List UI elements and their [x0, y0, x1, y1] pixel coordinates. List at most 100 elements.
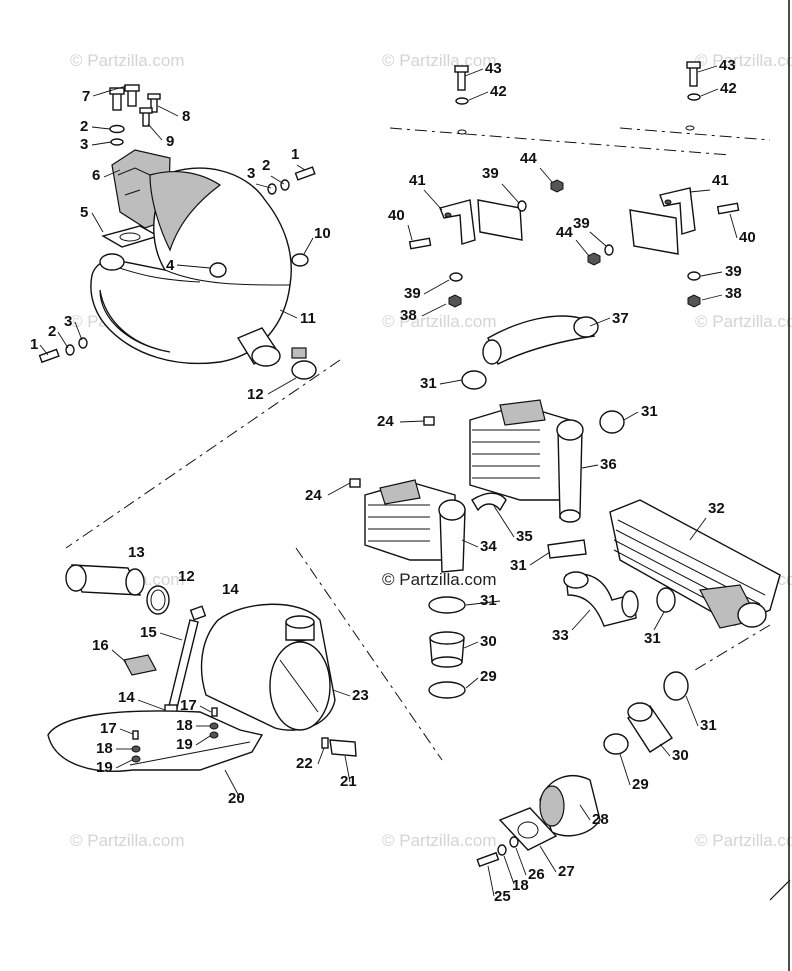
washer-3 [267, 183, 277, 195]
clamp-31 [656, 587, 676, 613]
callout-c21: 21 [340, 773, 357, 790]
washer-18 [131, 745, 141, 753]
watermark: © Partzilla.com [695, 831, 792, 850]
watermark: © Partzilla.com [695, 51, 792, 70]
callout-c37: 37 [612, 310, 629, 327]
tube-10 [291, 253, 309, 267]
watermark-center: © Partzilla.com [382, 570, 497, 589]
pad-16 [123, 654, 157, 676]
callout-c18b: 18 [96, 740, 113, 757]
callout-c4: 4 [166, 257, 175, 274]
callout-c12b: 12 [178, 568, 195, 585]
callout-c13: 13 [128, 544, 145, 561]
washer-26 [509, 836, 519, 848]
callout-c2b: 2 [262, 157, 270, 174]
frame-edge-bottom [769, 879, 791, 901]
callout-c20: 20 [228, 790, 245, 807]
callout-c6: 6 [92, 167, 100, 184]
nut-38 [448, 294, 462, 308]
hose-37 [487, 315, 596, 365]
leader-lines [39, 65, 738, 897]
bolt-43 [457, 69, 466, 91]
outlet-assembly [476, 671, 689, 868]
watermark: © Partzilla.com [70, 831, 185, 850]
washer-3 [110, 138, 124, 146]
bracket-41 [439, 199, 476, 245]
watermark: © Partzilla.com [70, 51, 185, 70]
callout-c40b: 40 [739, 229, 756, 246]
callout-c7: 7 [82, 88, 90, 105]
bolt-43 [689, 65, 698, 87]
callout-c22: 22 [296, 755, 313, 772]
washer-18 [209, 722, 219, 730]
center-line-outlet [694, 624, 771, 671]
callout-c14a: 14 [222, 581, 239, 598]
washer-18 [497, 844, 507, 856]
callout-c42b: 42 [720, 80, 737, 97]
bolt-40 [408, 237, 432, 250]
callout-c1b: 1 [30, 336, 38, 353]
callout-c18c: 18 [512, 877, 529, 894]
clamp-29 [428, 681, 466, 699]
watermark: © Partzilla.com [382, 312, 497, 331]
clamp-31 [599, 410, 625, 434]
nut-44 [587, 252, 601, 266]
callout-c1a: 1 [291, 146, 299, 163]
callout-c12a: 12 [247, 386, 264, 403]
callout-c5: 5 [80, 204, 88, 221]
clamp-31 [461, 370, 487, 390]
grommet-4 [209, 262, 227, 278]
callout-c39b: 39 [573, 215, 590, 232]
callout-c3c: 3 [64, 313, 72, 330]
washer-3 [78, 337, 88, 349]
callout-c39a: 39 [482, 165, 499, 182]
callout-c2c: 2 [48, 323, 56, 340]
bracket-21 [329, 739, 357, 757]
callout-c10: 10 [314, 225, 331, 242]
callout-c3b: 3 [247, 165, 255, 182]
callout-c32: 32 [708, 500, 725, 517]
bolt-9 [139, 107, 153, 127]
callout-c24a: 24 [377, 413, 394, 430]
callout-c44a: 44 [520, 150, 537, 167]
center-line-muffler [295, 547, 443, 761]
callout-c29b: 29 [632, 776, 649, 793]
washer-42 [687, 93, 701, 101]
washer-39 [517, 200, 527, 212]
silencer-assembly [349, 315, 781, 699]
bolt-8 [147, 93, 161, 113]
callout-c30b: 30 [672, 747, 689, 764]
callout-c33: 33 [552, 627, 569, 644]
callout-c29a: 29 [480, 668, 497, 685]
callout-c2a: 2 [80, 118, 88, 135]
callout-c15: 15 [140, 624, 157, 641]
expansion-chamber-11 [90, 167, 292, 365]
callout-c40a: 40 [388, 207, 405, 224]
callout-c23: 23 [352, 687, 369, 704]
callout-c41a: 41 [409, 172, 426, 189]
strap-clip-14 [189, 605, 207, 621]
callout-c39d: 39 [404, 285, 421, 302]
bolt-40 [716, 202, 740, 215]
callout-c31f: 31 [700, 717, 717, 734]
callout-c42a: 42 [490, 83, 507, 100]
nut-44 [550, 179, 564, 193]
callout-c34: 34 [480, 538, 497, 555]
center-line-expansion-chamber [65, 359, 341, 549]
clamp-31 [547, 539, 587, 559]
callout-c43a: 43 [485, 60, 502, 77]
callout-c19b: 19 [96, 759, 113, 776]
nut-19 [209, 731, 219, 739]
callout-c19a: 19 [176, 736, 193, 753]
washer-2 [109, 124, 125, 134]
inlet-port [99, 253, 125, 271]
bracket-assembly [408, 61, 740, 308]
washer-39 [449, 272, 463, 282]
clamp-29 [603, 733, 629, 755]
bracket-41 [659, 187, 696, 235]
bolt-17 [132, 730, 139, 740]
callout-c27: 27 [558, 863, 575, 880]
callout-c18a: 18 [176, 717, 193, 734]
